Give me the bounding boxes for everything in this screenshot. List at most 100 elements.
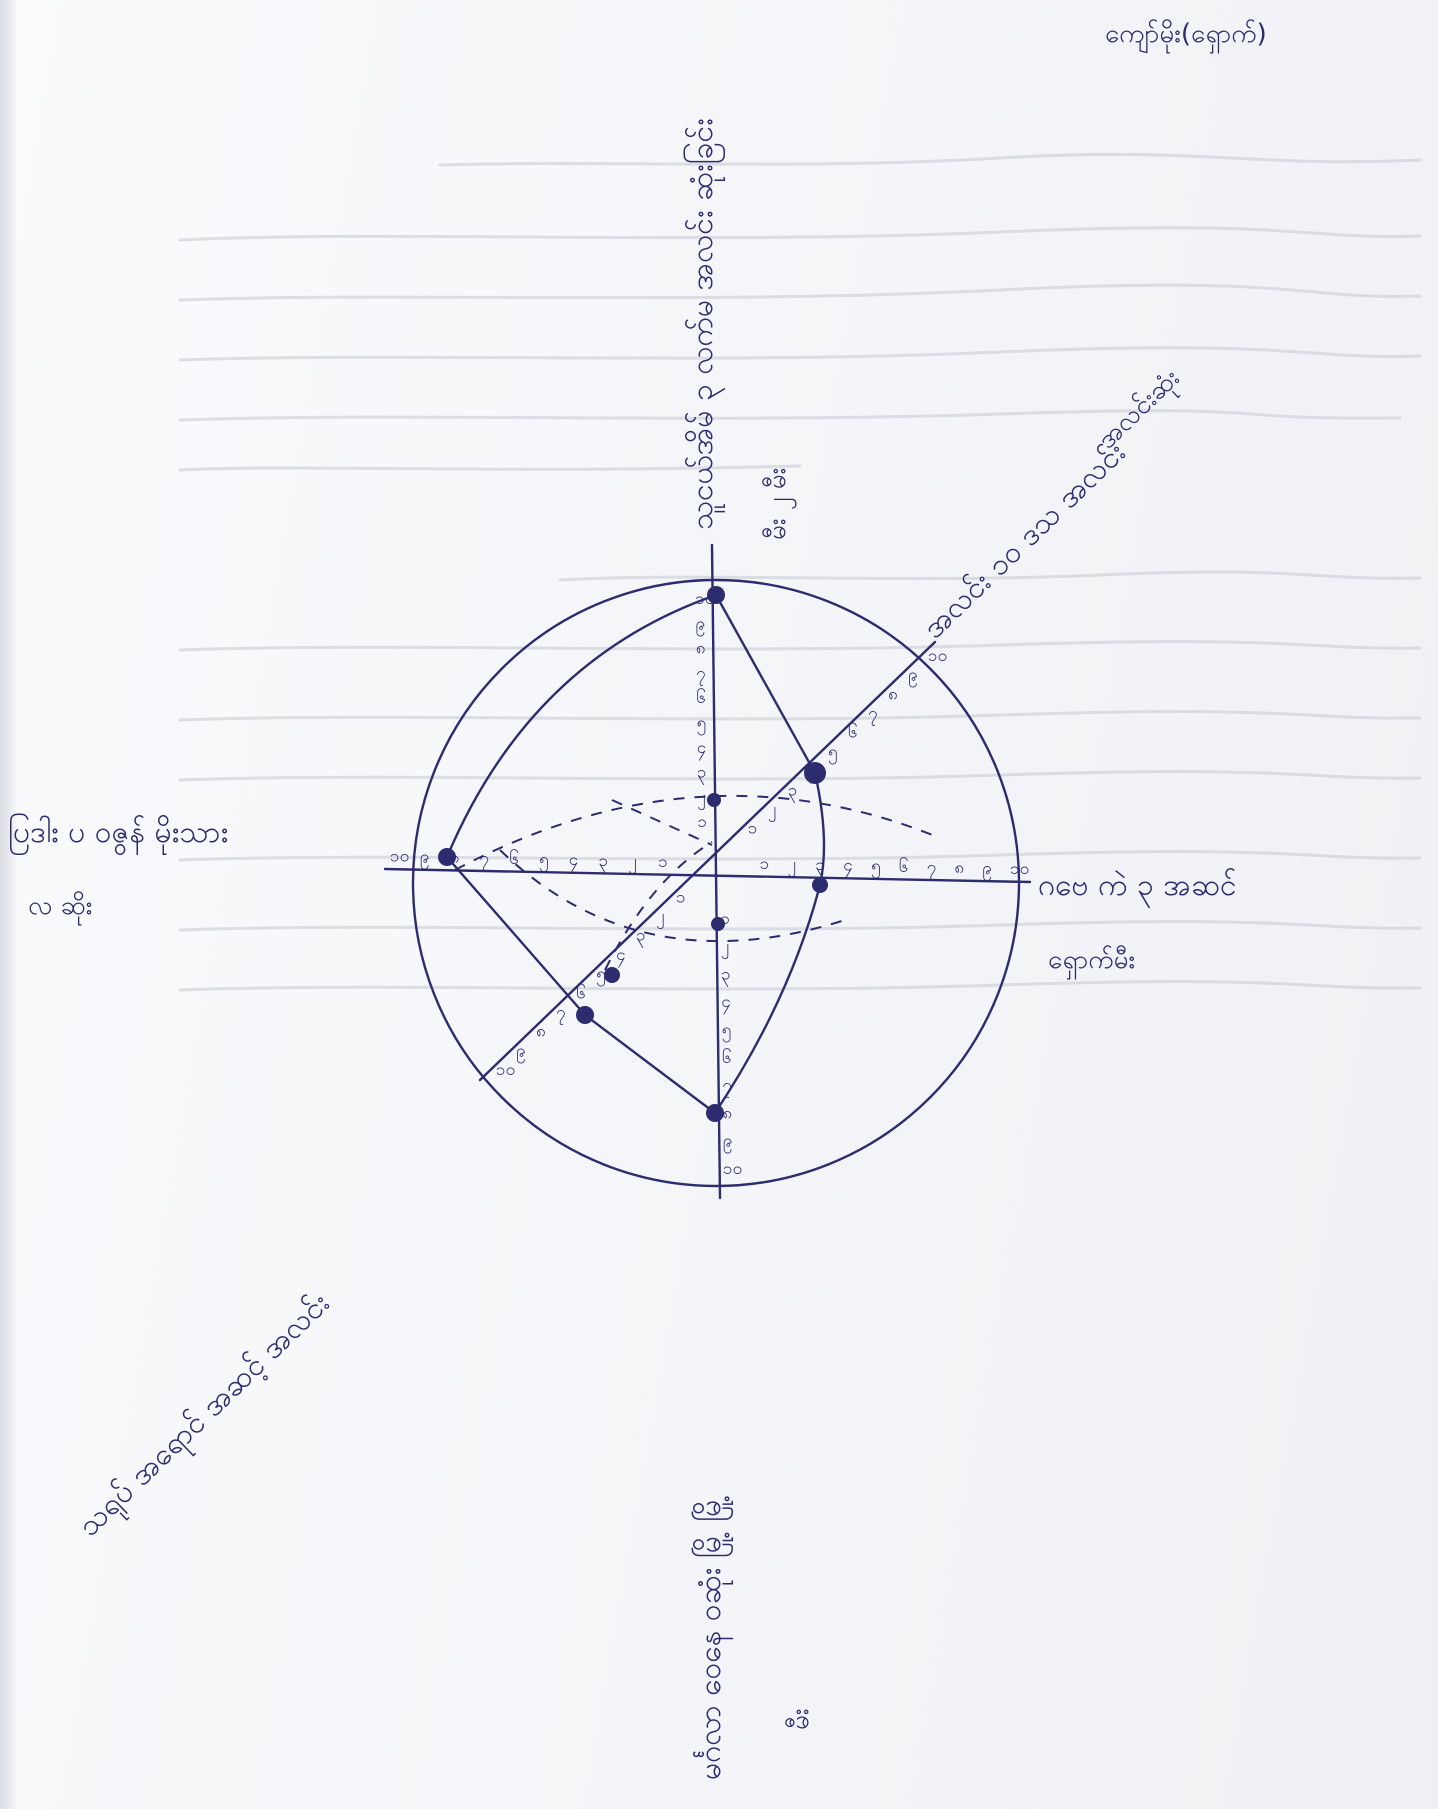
north-tick-1: ၁ bbox=[698, 812, 708, 832]
north-tick-10: ၁၀ bbox=[695, 589, 714, 609]
point-east bbox=[812, 877, 828, 893]
sw-tick-8: ၈ bbox=[536, 1022, 546, 1042]
east-tick-1: ၁ bbox=[760, 854, 770, 874]
point-south-outer bbox=[706, 1104, 724, 1122]
east-tick-10: ၁၀ bbox=[1010, 859, 1029, 879]
west-tick-7: ၇ bbox=[479, 848, 489, 871]
east-tick-4: ၄ bbox=[843, 856, 853, 879]
label-north-sub: မီး ၂ မီး bbox=[761, 468, 797, 540]
line-sw-to-w bbox=[445, 855, 587, 1017]
label-west-main: ပြဒါး ပ ဝဇွန် မိုးသား bbox=[8, 813, 228, 856]
ne-tick-3: ၃ bbox=[788, 780, 798, 803]
point-southwest-outer bbox=[576, 1006, 594, 1024]
east-tick-2: ၂ bbox=[788, 855, 796, 878]
ne-tick-2: ၂ bbox=[768, 800, 776, 823]
label-west-sub: လ ဆိုး bbox=[28, 890, 92, 926]
ne-tick-8: ၈ bbox=[888, 684, 898, 704]
label-south-main: မင်္ဂလာ ဝေနေ ဝဆုံး မြို့ မြို့ bbox=[691, 1495, 734, 1780]
east-tick-8: ၈ bbox=[954, 858, 964, 878]
ne-tick-10: ၁၀ bbox=[928, 646, 947, 666]
west-tick-3: ၃ bbox=[599, 851, 609, 874]
north-tick-6: ၆ bbox=[696, 687, 706, 708]
label-southwest-main: သရုပ် အရောင် အဆင့် အလင်း bbox=[71, 1286, 341, 1548]
ne-tick-9: ၉ bbox=[908, 665, 918, 688]
west-tick-4: ၄ bbox=[569, 850, 579, 873]
south-tick-2: ၂ bbox=[721, 937, 729, 960]
east-tick-7: ၇ bbox=[927, 857, 937, 880]
north-tick-8: ၈ bbox=[696, 639, 706, 659]
outer-circle bbox=[411, 578, 1021, 1188]
south-tick-1: ၁ bbox=[721, 909, 731, 929]
ne-tick-6: ၆ bbox=[848, 722, 858, 743]
west-tick-9: ၉ bbox=[420, 847, 430, 870]
point-southwest-inner bbox=[604, 967, 620, 983]
north-tick-2: ၂ bbox=[697, 787, 705, 810]
point-south-inner bbox=[711, 917, 725, 931]
south-tick-8: ၈ bbox=[722, 1103, 732, 1123]
west-tick-10: ၁၀ bbox=[390, 847, 409, 867]
south-tick-6: ၆ bbox=[722, 1047, 732, 1068]
ne-tick-1: ၁ bbox=[748, 819, 758, 839]
east-tick-6: ၆ bbox=[899, 856, 909, 877]
south-tick-3: ၃ bbox=[721, 964, 731, 987]
south-tick-4: ၄ bbox=[721, 992, 731, 1015]
point-west bbox=[438, 848, 456, 866]
label-east-sub: ရှောက်မီး bbox=[1048, 944, 1135, 980]
east-tick-9: ၉ bbox=[982, 858, 992, 881]
north-tick-4: ၄ bbox=[697, 738, 707, 761]
west-tick-5: ၅ bbox=[539, 850, 549, 873]
sw-tick-5: ၅ bbox=[596, 964, 606, 987]
west-tick-2: ၂ bbox=[628, 851, 636, 874]
paper-edge-shadow bbox=[0, 0, 16, 1809]
curve-w-to-n bbox=[445, 593, 718, 859]
label-east-main: ဂဗေ ကဲ ၃ အဆင် bbox=[1038, 868, 1237, 909]
south-tick-9: ၉ bbox=[723, 1131, 733, 1154]
sw-tick-3: ၃ bbox=[636, 926, 646, 949]
curve-ne-to-s bbox=[713, 771, 826, 1115]
line-n-to-ne bbox=[714, 593, 817, 775]
dashed-arc-lower bbox=[499, 849, 846, 942]
north-tick-9: ၉ bbox=[696, 614, 706, 637]
vertical-axis bbox=[710, 543, 722, 1200]
dashed-arc-upper bbox=[454, 794, 941, 871]
east-axis-ticks: ၁၂၃၄၅၆၇၈၉ ၁၀ bbox=[760, 854, 1029, 881]
diagonal-axis bbox=[478, 640, 937, 1082]
east-tick-5: ၅ bbox=[871, 856, 881, 879]
bleed-through-marks bbox=[178, 152, 1422, 992]
west-tick-8: ၈ bbox=[450, 848, 460, 868]
horizontal-axis bbox=[383, 867, 1032, 884]
ne-tick-4: ၄ bbox=[808, 761, 818, 784]
north-tick-3: ၃ bbox=[697, 763, 707, 786]
west-tick-6: ၆ bbox=[509, 848, 519, 869]
point-north-inner bbox=[707, 793, 721, 807]
ne-tick-7: ၇ bbox=[868, 704, 878, 727]
plot-points bbox=[438, 586, 828, 1122]
north-tick-7: ၇ bbox=[696, 663, 706, 686]
south-tick-5: ၅ bbox=[722, 1020, 732, 1043]
point-north-outer bbox=[707, 586, 725, 604]
sw-tick-9: ၉ bbox=[516, 1041, 526, 1064]
label-north-main: သူငယ်အိမ် ၃ လက်မ အလင်း ဆုံးခြင်း bbox=[683, 118, 726, 530]
east-tick-3: ၃ bbox=[815, 855, 825, 878]
sw-tick-6: ၆ bbox=[576, 982, 586, 1003]
sw-tick-10: ၁၀ bbox=[496, 1060, 515, 1080]
label-northeast-main: အလင်း ၁၀ ဒသ အလင်း bbox=[916, 435, 1132, 646]
point-northeast bbox=[804, 762, 826, 784]
page-title: ကျော်မိုး(ရှောက်) bbox=[1105, 18, 1267, 54]
line-s-to-sw bbox=[583, 1013, 717, 1115]
dashed-link-sw bbox=[604, 841, 713, 971]
sw-tick-4: ၄ bbox=[616, 945, 626, 968]
north-tick-5: ၅ bbox=[697, 713, 707, 736]
west-tick-1: ၁ bbox=[658, 852, 668, 872]
south-tick-10: ၁၀ bbox=[723, 1159, 742, 1179]
sw-tick-7: ၇ bbox=[556, 1003, 566, 1026]
south-tick-7: ၇ bbox=[722, 1076, 732, 1099]
sw-tick-1: ၁ bbox=[676, 887, 686, 907]
